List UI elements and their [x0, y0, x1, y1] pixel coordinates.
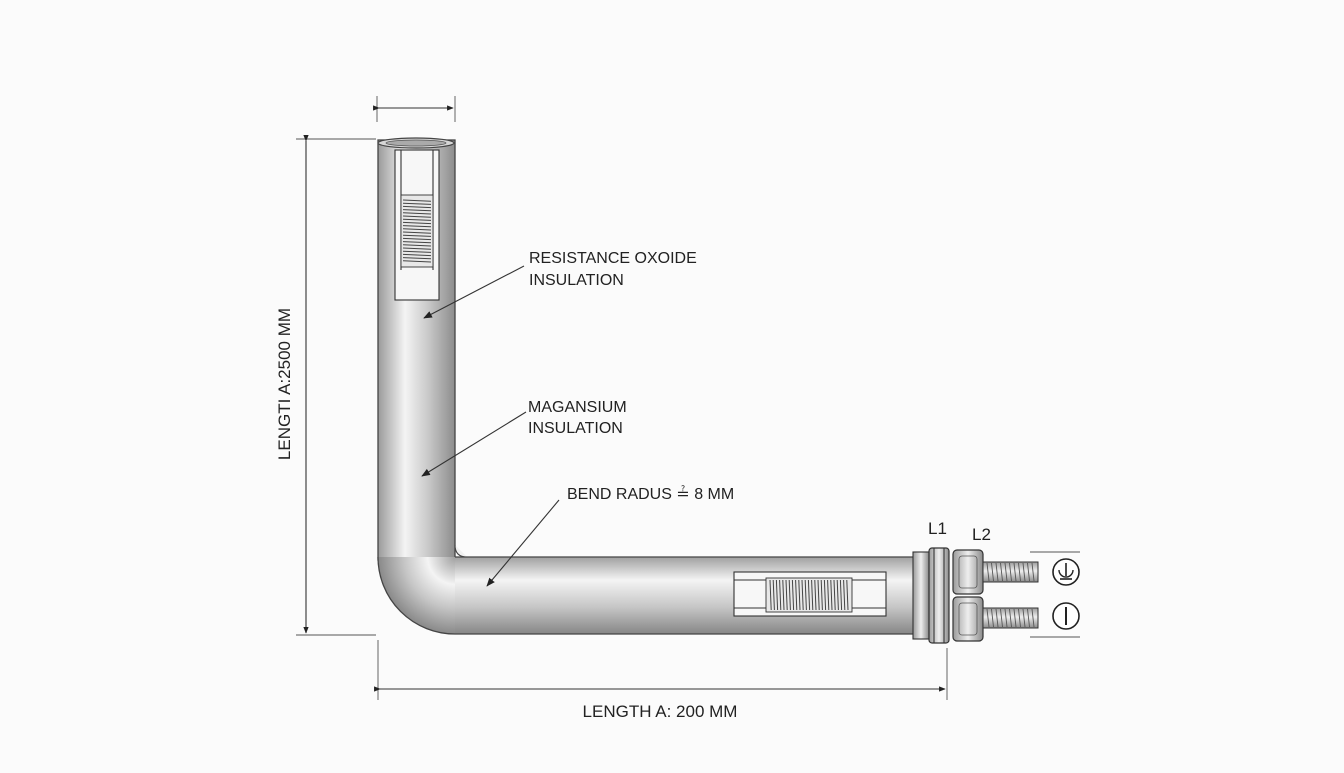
flange: [912, 551, 930, 640]
coil-vertical: [402, 199, 432, 263]
callout-resistance-line1: RESISTANCE OXOIDE: [529, 250, 697, 267]
callout-magnesium-line2: INSULATION: [528, 420, 623, 437]
nut-l2: [952, 549, 984, 595]
callout-magnesium: MAGANSIUM INSULATION: [421, 399, 627, 477]
callout-bend: BEND RADUS ≟ 8 MM: [486, 485, 734, 587]
coil-horizontal: [769, 579, 849, 611]
nut-l1: [952, 596, 984, 642]
inner-element-top: [394, 149, 440, 301]
terminal-l2-label: L2: [972, 525, 991, 544]
bend-section: [378, 557, 455, 634]
vertical-dimension-label: LENGTI A:2500 MM: [275, 308, 294, 460]
terminal-assembly: L1 L2: [912, 519, 1080, 644]
callout-magnesium-line1: MAGANSIUM: [528, 399, 627, 416]
inner-element-bottom: [733, 571, 887, 617]
flange-ring: [928, 547, 950, 644]
heater-tube: [377, 137, 915, 635]
ground-symbol-icon: [1052, 558, 1080, 586]
vertical-dimension: LENGTI A:2500 MM: [275, 135, 376, 636]
terminal-l1-label: L1: [928, 519, 947, 538]
callout-resistance-line2: INSULATION: [529, 272, 624, 289]
top-width-dimension: [373, 96, 456, 122]
minus-symbol-icon: [1052, 602, 1080, 630]
horizontal-dimension: LENGTH A: 200 MM: [374, 640, 948, 721]
callout-bend-label: BEND RADUS ≟ 8 MM: [567, 485, 734, 503]
horizontal-dimension-label: LENGTH A: 200 MM: [583, 702, 738, 721]
callout-resistance: RESISTANCE OXOIDE INSULATION: [423, 250, 697, 319]
